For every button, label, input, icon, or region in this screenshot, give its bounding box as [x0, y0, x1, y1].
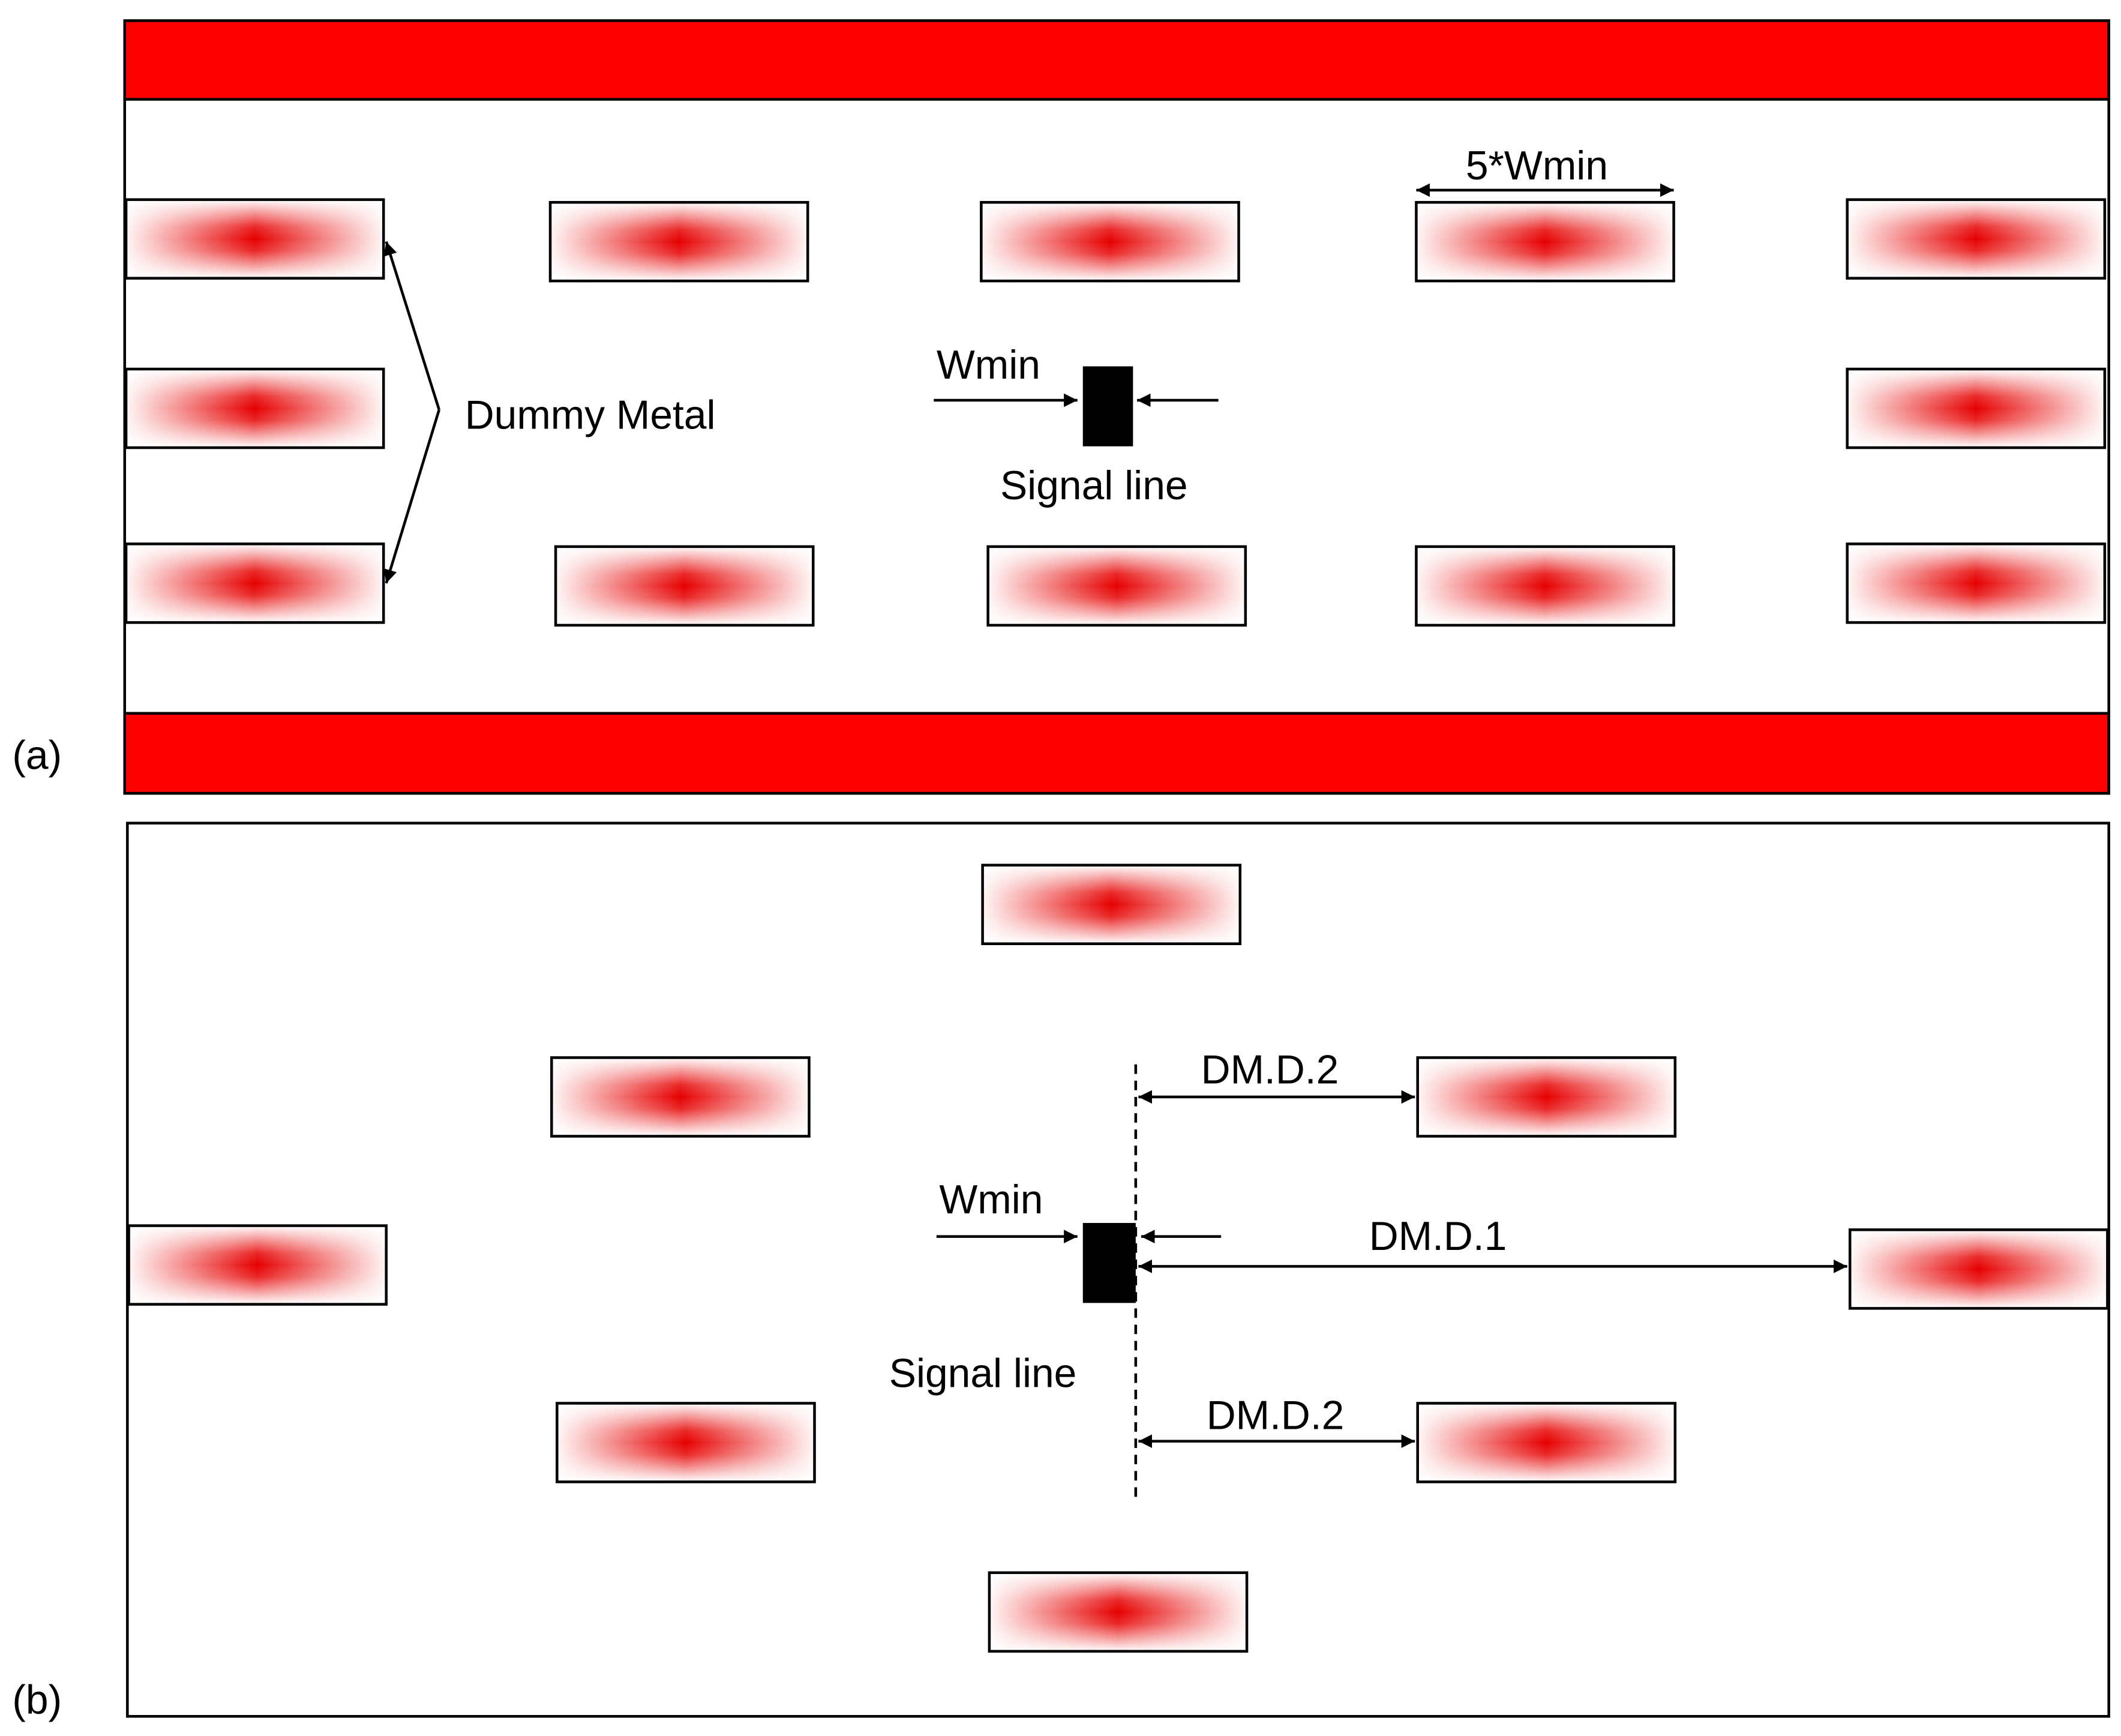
wmin-label-b: Wmin [939, 1177, 1043, 1222]
dummy-metal-a-r1-c4 [1416, 202, 1673, 281]
dummy-metal-b-right [1850, 1230, 2107, 1308]
dummy-metal-a-r1-c3 [981, 202, 1238, 281]
dummy-metal-a-r3-c4 [1416, 547, 1673, 625]
dummy-metal-a-r3-c2 [556, 547, 813, 625]
dummy-metal-b-lower-left [557, 1403, 814, 1482]
dummy-metal-pointer-upper [383, 241, 441, 410]
dummy-metal-a-r3-c5 [1847, 544, 2105, 622]
panel-b-label: (b) [12, 1678, 62, 1723]
dummy-metal-b-upper-right [1418, 1057, 1675, 1136]
dummy-metal-b-lower-right [1418, 1403, 1675, 1482]
dummy-metal-b-top [983, 865, 1240, 944]
top-power-rail [123, 19, 2110, 101]
dummy-metal-b-bottom [989, 1573, 1247, 1651]
panel-b: Wmin Signal line DM.D.2 DM.D.1 DM.D.2 (b… [12, 821, 2110, 1723]
dmd2-top-label: DM.D.2 [1201, 1047, 1339, 1092]
dummy-metal-b-upper-left [551, 1057, 809, 1136]
dummy-metal-a-r2-c1 [126, 369, 383, 448]
dmd2-bottom-label: DM.D.2 [1207, 1393, 1345, 1438]
signal-line-a [1082, 366, 1133, 446]
dummy-metal-a-r3-c1 [126, 544, 383, 622]
signal-line-label-a: Signal line [1000, 463, 1188, 508]
panel-a-label: (a) [12, 733, 62, 778]
dummy-metal-a-r3-c3 [988, 547, 1246, 625]
dmd1-label: DM.D.1 [1369, 1214, 1507, 1259]
dummy-metal-b-left [129, 1226, 386, 1305]
dummy-metal-a-r1-c5 [1847, 200, 2105, 278]
panel-a: 5*Wmin Dummy Metal Wmin Signal line (a) [12, 19, 2110, 795]
dummy-metal-a-r1-c2 [550, 202, 808, 281]
signal-line-b [1082, 1223, 1136, 1303]
dummy-metal-pointer-lower [383, 409, 441, 584]
bottom-power-rail [123, 712, 2110, 795]
signal-line-label-b: Signal line [889, 1351, 1077, 1396]
wmin-label-a: Wmin [937, 343, 1040, 388]
dummy-metal-a-r2-c5 [1847, 369, 2105, 448]
dummy-metal-a-r1-c1 [126, 200, 383, 278]
dummy-width-label: 5*Wmin [1466, 143, 1608, 188]
panel-b-frame [126, 821, 2110, 1718]
dummy-metal-label: Dummy Metal [465, 392, 716, 437]
